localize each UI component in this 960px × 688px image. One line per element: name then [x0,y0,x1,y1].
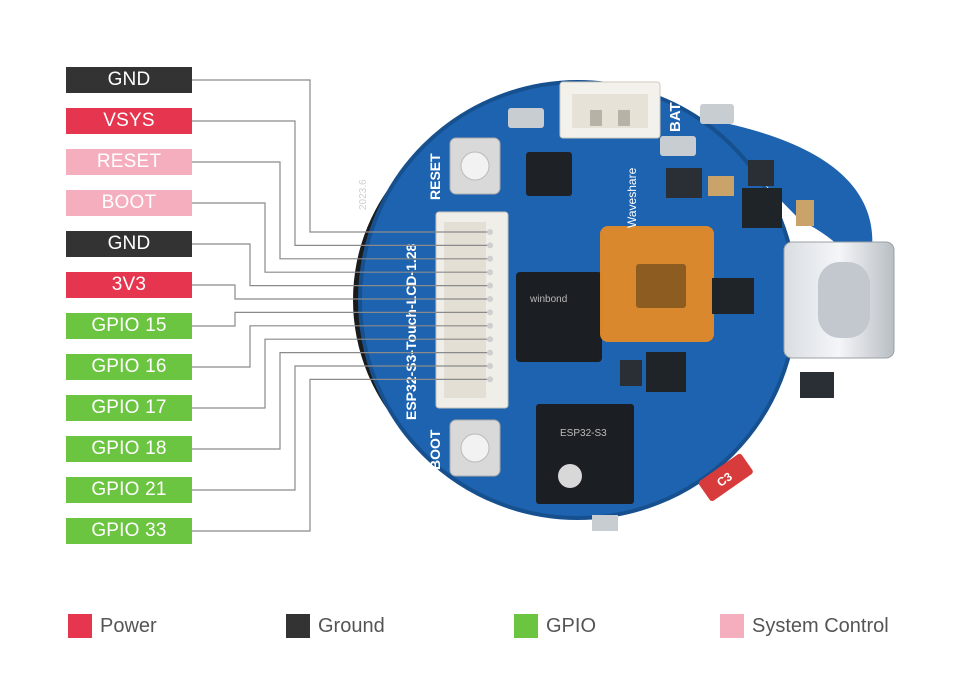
chip [800,372,834,398]
pin-label-gnd-1: GND [66,67,192,93]
connector-line [192,311,490,327]
pin-endpoint [487,296,493,302]
pin-label-gnd-2: GND [66,231,192,257]
connector-line [192,352,490,450]
capacitor [796,200,814,226]
connector-line [192,120,490,246]
boot-silkscreen: BOOT [427,429,443,470]
legend-swatch-ground [286,614,310,638]
legend-system-control: System Control [720,614,889,638]
pin-endpoint [487,363,493,369]
legend-swatch-system [720,614,744,638]
esp32-module: ESP32-S3 [536,404,634,504]
legend-swatch-gpio [514,614,538,638]
bat-label: BAT [667,102,684,132]
pin-endpoint [487,322,493,329]
connector-line [192,202,490,273]
usb-c-port [783,241,895,359]
pin-label-gpio33: GPIO 33 [66,518,192,544]
pin-label-gpio15: GPIO 15 [66,313,192,339]
pin-endpoint [487,269,493,276]
pin-label-boot: BOOT [66,190,192,216]
chip [666,168,702,198]
board-name-silkscreen: ESP32-S3-Touch-LCD-1.28 [403,243,419,420]
pin-label-gpio16: GPIO 16 [66,354,192,380]
fuse-part: C3 [698,453,753,501]
pad [508,108,544,128]
chip [712,278,754,314]
pin-endpoint [487,376,493,383]
pad [660,136,696,156]
connector-line [192,325,490,368]
connector-line [192,243,490,287]
reset-button-part [449,137,501,195]
connector-line [192,161,490,260]
pin-label-gpio18: GPIO 18 [66,436,192,462]
chip [620,360,642,386]
connector-line [192,79,490,233]
pin-endpoint [487,229,493,235]
pin-endpoint [487,336,493,343]
revision-silkscreen: 2023.6 [358,179,369,210]
pin-endpoint [487,282,493,289]
connector-line [192,284,490,300]
flash-chip: winbond [516,272,602,362]
pin-label-reset: RESET [66,149,192,175]
pad [700,104,734,124]
legend-gpio: GPIO [514,614,596,638]
legend-power: Power [68,614,157,638]
reset-silkscreen: RESET [427,153,443,200]
legend-label: GPIO [546,614,597,637]
svg-text:ESP32-S3: ESP32-S3 [560,428,607,439]
chip [646,352,686,392]
svg-text:winbond: winbond [529,294,567,305]
connector-line [192,338,490,409]
imu-chip [526,152,572,196]
connector-line [192,378,490,532]
pin-endpoint [487,349,493,356]
pin-label-gpio21: GPIO 21 [66,477,192,503]
legend-label: Power [100,614,157,637]
legend-label: System Control [752,614,889,637]
chip [748,160,774,186]
legend-ground: Ground [286,614,385,638]
battery-connector [559,81,661,139]
connector-line [192,365,490,491]
pin-endpoint [487,255,493,262]
legend-swatch-power [68,614,92,638]
pad [592,515,618,531]
fpc-connector [435,211,509,409]
boot-button-part [449,419,501,477]
connector-lines [192,79,493,532]
kapton-shield [600,226,714,342]
brand-silkscreen: Waveshare [625,167,639,228]
legend-label: Ground [318,614,385,637]
pin-label-vsys: VSYS [66,108,192,134]
pin-label-3v3: 3V3 [66,272,192,298]
pin-endpoint [487,242,493,249]
chip [742,188,782,228]
pin-endpoint [487,309,493,316]
pin-label-gpio17: GPIO 17 [66,395,192,421]
capacitor [708,176,734,196]
